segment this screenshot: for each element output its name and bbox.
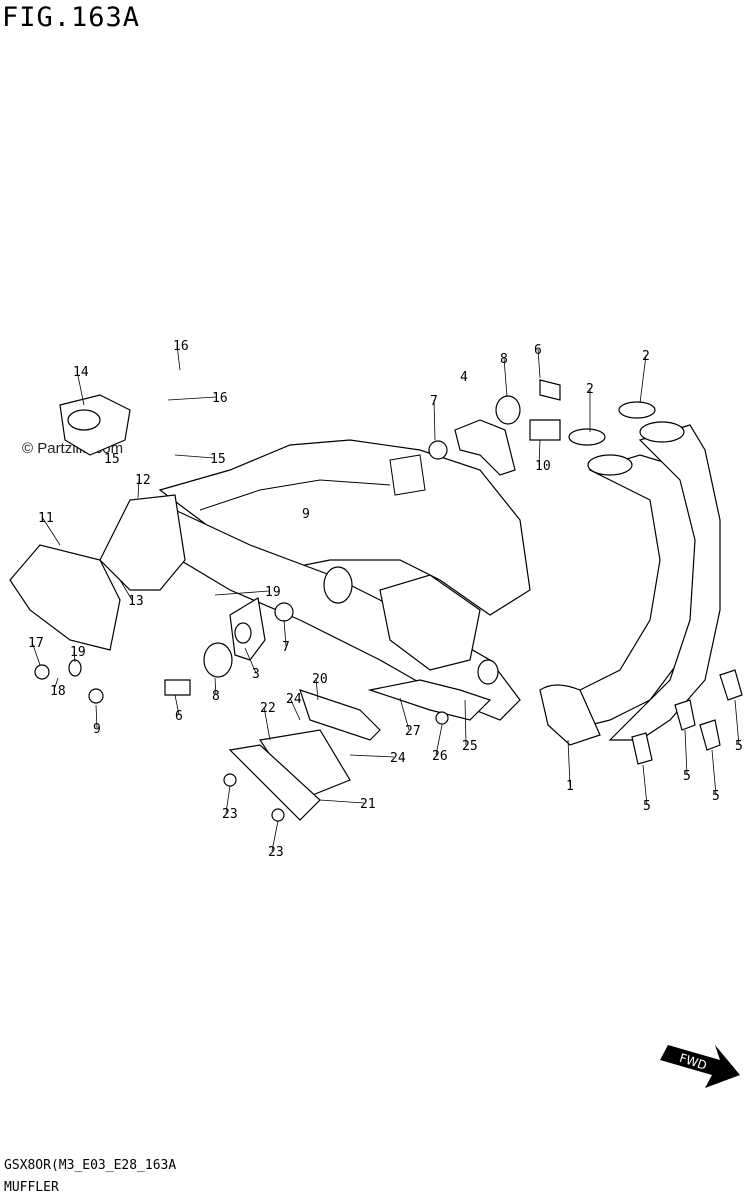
callout-label: 19 <box>265 585 281 600</box>
callout-leader <box>271 820 279 852</box>
callout-leader <box>76 370 85 406</box>
callout-label: 8 <box>500 352 508 367</box>
callout-leader <box>263 706 271 741</box>
callout-label: 15 <box>104 452 120 467</box>
callout-label: 5 <box>712 789 720 804</box>
callout-leader <box>283 619 287 647</box>
callout-label: 9 <box>93 722 101 737</box>
callout-leader <box>319 799 365 804</box>
callout-leader <box>174 694 180 716</box>
callout-label: 15 <box>210 452 226 467</box>
callout-label: 1 <box>566 779 574 794</box>
callout-label: 14 <box>73 365 89 380</box>
footer-code: GSX8OR(M3_E03_E28_163A <box>4 1158 177 1173</box>
callout-label: 26 <box>432 749 448 764</box>
callout-label: 9 <box>302 507 310 522</box>
callout-leader <box>41 516 61 546</box>
callout-leader <box>289 697 301 721</box>
callout-leader <box>639 354 647 404</box>
callout-label: 23 <box>268 845 284 860</box>
callout-leader <box>31 641 41 666</box>
callout-leader <box>95 704 98 729</box>
callout-label: 2 <box>642 349 650 364</box>
callout-label: 7 <box>282 640 290 655</box>
callout-leader <box>349 754 395 758</box>
fwd-arrow: FWD <box>660 1045 740 1088</box>
callout-leader <box>433 399 436 441</box>
callout-label: 11 <box>38 511 54 526</box>
callout-labels: 1223455556677889910111213141515161617181… <box>28 339 743 860</box>
callout-label: 5 <box>683 769 691 784</box>
callout-leader <box>137 478 140 499</box>
callout-leader <box>711 749 717 796</box>
callout-leader <box>73 650 76 663</box>
callout-leader <box>503 357 508 398</box>
callout-label: 24 <box>390 751 406 766</box>
callout-label: 8 <box>212 689 220 704</box>
muffler-cover[interactable] <box>9 394 186 651</box>
callout-leader <box>225 785 231 814</box>
callout-label: 19 <box>70 645 86 660</box>
callout-leader <box>53 677 59 691</box>
figure-title: FIG.163A <box>2 2 141 33</box>
callout-label: 17 <box>28 636 44 651</box>
callout-leader <box>734 699 740 746</box>
callout-leader <box>119 579 133 601</box>
footer-name: MUFFLER <box>4 1180 59 1195</box>
callout-leader <box>176 344 181 371</box>
mounting-hardware[interactable] <box>34 379 743 822</box>
callout-leader <box>435 724 443 756</box>
callout-label: 5 <box>643 799 651 814</box>
callout-label: 23 <box>222 807 238 822</box>
callout-leader <box>567 739 571 786</box>
callout-leader <box>399 697 410 731</box>
callout-label: 13 <box>128 594 144 609</box>
callout-label: 21 <box>360 797 376 812</box>
callout-label: 5 <box>735 739 743 754</box>
callout-label: 3 <box>252 667 260 682</box>
exhaust-header-pipes[interactable] <box>539 421 721 746</box>
callout-leader <box>642 764 648 806</box>
callout-leader <box>214 677 217 696</box>
callout-leader <box>464 699 467 746</box>
callout-leader <box>174 454 215 459</box>
callout-label: 2 <box>586 382 594 397</box>
callout-label: 20 <box>312 672 328 687</box>
callout-label: 7 <box>430 394 438 409</box>
callout-label: 6 <box>534 343 542 358</box>
callout-leader <box>244 647 257 674</box>
callout-label: 16 <box>212 391 228 406</box>
callout-label: 4 <box>460 370 468 385</box>
callout-leader <box>315 677 319 701</box>
callout-label: 18 <box>50 684 66 699</box>
callout-label: 10 <box>535 459 551 474</box>
callout-label: 16 <box>173 339 189 354</box>
callout-label: 25 <box>462 739 478 754</box>
callout-label: 22 <box>260 701 276 716</box>
callout-leader <box>537 348 541 379</box>
callout-label: 6 <box>175 709 183 724</box>
callout-leader <box>684 729 688 776</box>
callout-label: 24 <box>286 692 302 707</box>
callout-leader <box>538 439 541 466</box>
callout-leader <box>214 590 270 596</box>
muffler-body[interactable] <box>174 509 521 721</box>
callout-label: 27 <box>405 724 421 739</box>
callout-leader <box>167 396 217 401</box>
callout-label: 12 <box>135 473 151 488</box>
